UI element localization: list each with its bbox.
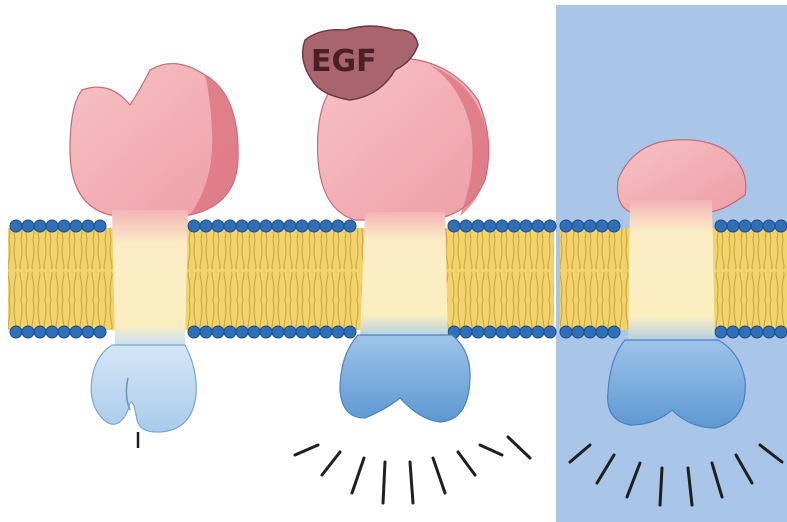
lipid-head — [484, 326, 496, 338]
lipid-head — [248, 326, 260, 338]
lipid-head — [344, 326, 356, 338]
lipid-head — [272, 326, 284, 338]
kinase-domain-inactive — [91, 345, 196, 432]
lipid-head — [596, 326, 608, 338]
lipid-head — [751, 220, 763, 232]
lipid-head — [715, 326, 727, 338]
lipid-head — [308, 220, 320, 232]
transmembrane-domain — [628, 200, 715, 345]
lipid-head — [236, 326, 248, 338]
transmembrane-domain — [360, 212, 448, 340]
lipid-head — [58, 326, 70, 338]
lipid-head — [572, 220, 584, 232]
lipid-head — [212, 326, 224, 338]
lipid-head — [763, 326, 775, 338]
lipid-head — [284, 326, 296, 338]
lipid-head — [584, 220, 596, 232]
lipid-head — [448, 220, 460, 232]
lipid-head — [284, 220, 296, 232]
lipid-head — [739, 220, 751, 232]
lipid-head — [10, 326, 22, 338]
activity-lines-egf-bound — [295, 437, 530, 503]
lipid-head — [46, 326, 58, 338]
lipid-head — [10, 220, 22, 232]
transmembrane-domain — [112, 210, 188, 345]
lipid-head — [248, 220, 260, 232]
lipid-head — [572, 326, 584, 338]
lipid-head — [260, 220, 272, 232]
lipid-head — [763, 220, 775, 232]
kinase-domain-active — [340, 335, 470, 422]
lipid-head — [296, 220, 308, 232]
lipid-head — [472, 220, 484, 232]
lipid-head — [532, 326, 544, 338]
lipid-head — [460, 326, 472, 338]
lipid-head — [496, 326, 508, 338]
lipid-head — [212, 220, 224, 232]
lipid-head — [58, 220, 70, 232]
lipid-head — [224, 326, 236, 338]
lipid-head — [739, 326, 751, 338]
lipid-head — [94, 326, 106, 338]
lipid-head — [236, 220, 248, 232]
lipid-head — [727, 220, 739, 232]
lipid-head — [188, 326, 200, 338]
lipid-head — [94, 220, 106, 232]
lipid-head — [320, 326, 332, 338]
lipid-head — [751, 326, 763, 338]
lipid-head — [332, 220, 344, 232]
lipid-head — [508, 220, 520, 232]
lipid-head — [484, 220, 496, 232]
lipid-head — [200, 326, 212, 338]
lipid-head — [520, 326, 532, 338]
lipid-head — [34, 220, 46, 232]
lipid-head — [308, 326, 320, 338]
lipid-head — [596, 220, 608, 232]
lipid-head — [34, 326, 46, 338]
lipid-head — [544, 220, 556, 232]
lipid-head — [560, 326, 572, 338]
lipid-head — [532, 220, 544, 232]
lipid-head — [560, 220, 572, 232]
lipid-head — [544, 326, 556, 338]
lipid-head — [344, 220, 356, 232]
egf-label: EGF — [311, 44, 377, 79]
lipid-head — [260, 326, 272, 338]
lipid-head — [520, 220, 532, 232]
lipid-head — [608, 326, 620, 338]
lipid-head — [775, 220, 787, 232]
lipid-head — [70, 220, 82, 232]
lipid-head — [224, 220, 236, 232]
kinase-domain-active — [608, 340, 746, 428]
lipid-head — [82, 326, 94, 338]
lipid-head — [46, 220, 58, 232]
lipid-head — [332, 326, 344, 338]
lipid-head — [188, 220, 200, 232]
lipid-head — [22, 326, 34, 338]
lipid-head — [608, 220, 620, 232]
lipid-head — [70, 326, 82, 338]
lipid-head — [272, 220, 284, 232]
lipid-head — [496, 220, 508, 232]
lipid-head — [320, 220, 332, 232]
lipid-head — [727, 326, 739, 338]
lipid-head — [508, 326, 520, 338]
lipid-head — [472, 326, 484, 338]
lipid-head — [775, 326, 787, 338]
lipid-head — [460, 220, 472, 232]
lipid-head — [715, 220, 727, 232]
lipid-head — [584, 326, 596, 338]
lipid-head — [200, 220, 212, 232]
lipid-head — [296, 326, 308, 338]
membrane-left — [8, 228, 554, 330]
lipid-head — [22, 220, 34, 232]
lipid-head — [82, 220, 94, 232]
